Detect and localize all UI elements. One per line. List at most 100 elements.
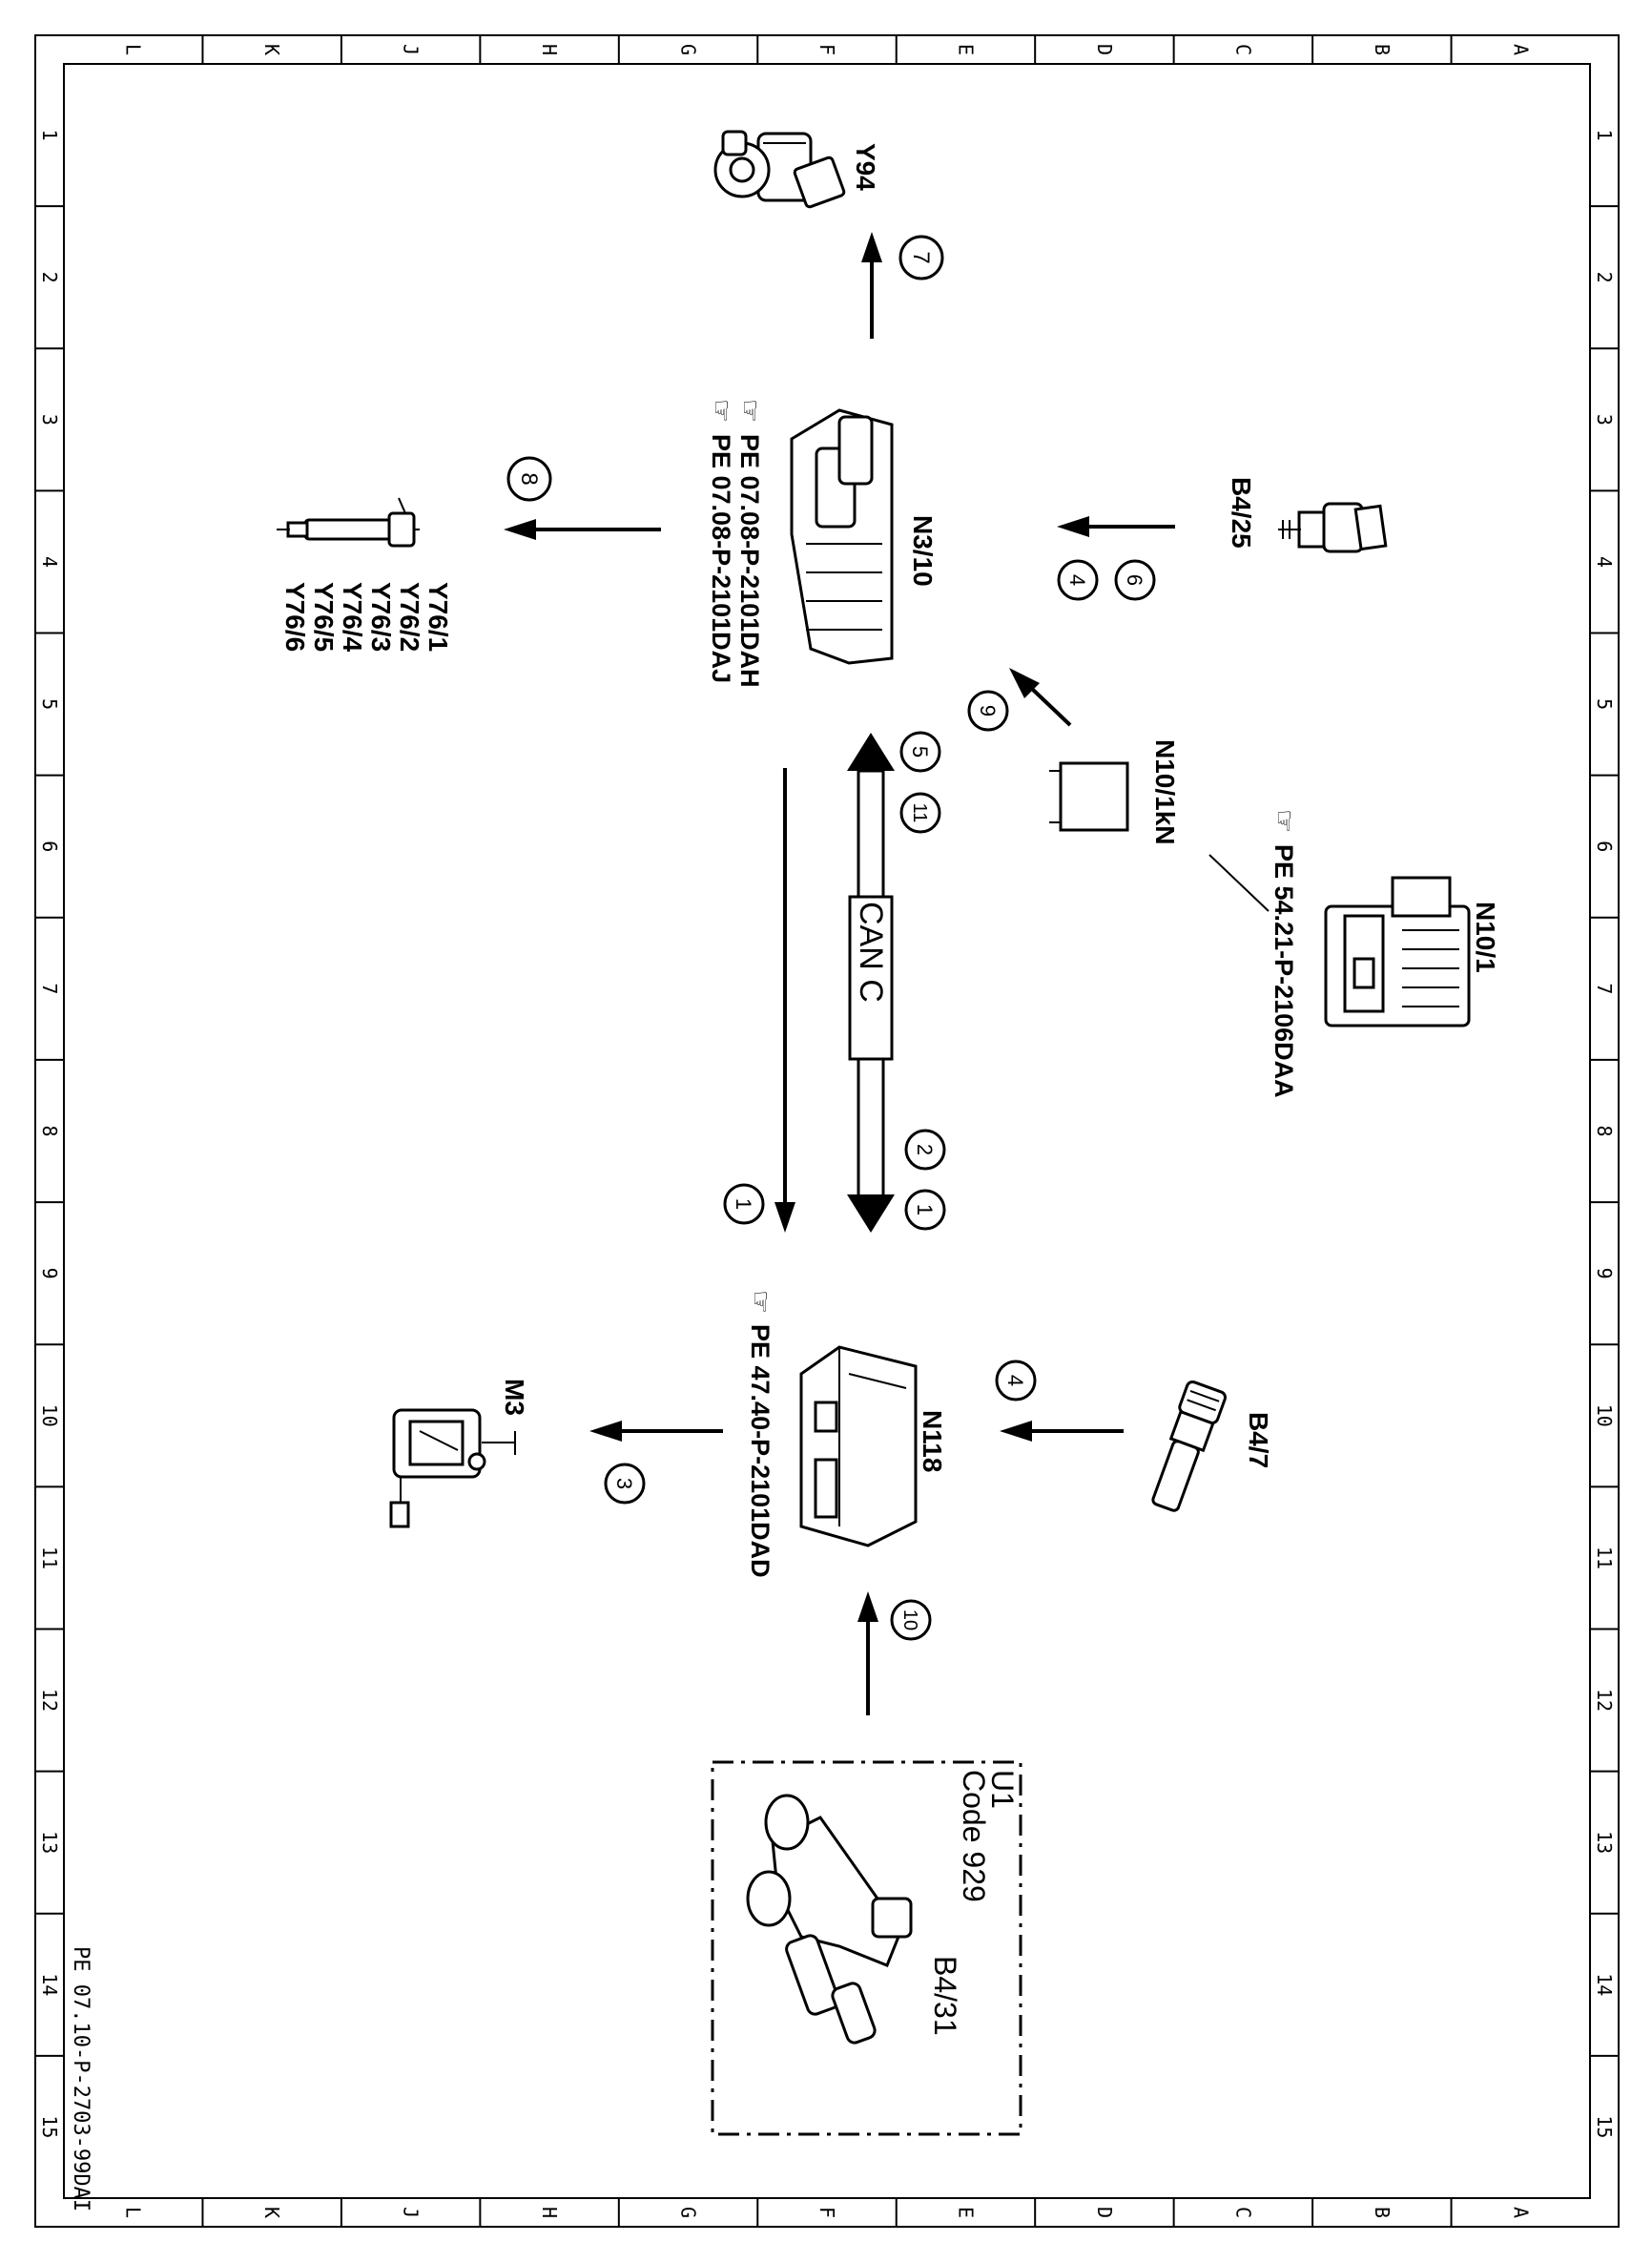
signal-markers: 7 8 6 4 9 5 11 2 1 1 4 3 10 (506, 235, 1156, 1641)
row-label: 11 (38, 1547, 61, 1569)
column-label: C (1231, 2207, 1254, 2218)
hand-pointer-icon: ☞ (746, 1290, 775, 1314)
signal-4-lower: 4 (995, 1360, 1037, 1401)
row-label: 5 (38, 698, 61, 710)
column-label: C (1231, 44, 1254, 55)
b4-7-sensor-icon (1151, 1380, 1228, 1512)
row-label: 12 (1593, 1689, 1616, 1712)
b4-31-sensor-icon (746, 1794, 913, 2045)
svg-text:2: 2 (913, 1144, 937, 1155)
column-label: F (816, 2207, 838, 2218)
y76-injector-icon (277, 497, 420, 548)
row-label: 14 (1593, 1973, 1616, 1996)
row-label: 3 (38, 414, 61, 426)
drawing-frame (34, 34, 1620, 2228)
row-label: 3 (1593, 414, 1616, 426)
m3-fuel-pump-icon (389, 1408, 516, 1528)
column-label: A (1509, 2207, 1532, 2218)
signal-7: 7 (898, 235, 944, 280)
y94-valve-icon (713, 130, 846, 209)
ref-n3-10-2: PE 07.08-P-2101DAJ (707, 434, 735, 683)
row-label: 5 (1593, 698, 1616, 710)
column-label: F (816, 44, 838, 55)
svg-text:7: 7 (908, 251, 934, 263)
can-label-box (848, 895, 894, 1061)
signal-9: 9 (967, 690, 1009, 732)
signal-1-left: 1 (723, 1183, 765, 1225)
column-label: E (954, 2207, 977, 2218)
signal-5: 5 (899, 731, 941, 773)
row-label: 9 (38, 1268, 61, 1279)
arrowhead-n118-from-u1 (857, 1591, 878, 1622)
row-label: 1 (38, 130, 61, 141)
column-label: L (122, 44, 145, 55)
column-label: K (260, 44, 283, 55)
arrowhead-n3-10-from-b4-25 (1057, 516, 1089, 537)
svg-text:5: 5 (908, 746, 932, 758)
column-label: B (1371, 2207, 1394, 2218)
row-label: 6 (1593, 841, 1616, 852)
signal-1-right: 1 (904, 1189, 946, 1231)
connections (504, 232, 1270, 1715)
row-label: 14 (38, 1973, 61, 1996)
row-label: 9 (1593, 1268, 1616, 1279)
arrowhead-m3 (589, 1421, 622, 1442)
n10-1kn-relay-icon (1049, 761, 1129, 832)
column-label: G (677, 2207, 700, 2218)
hand-pointer-icon: ☞ (707, 399, 736, 423)
signal-3: 3 (604, 1463, 646, 1505)
label-b4-25: B4/25 (1227, 477, 1256, 549)
svg-text:10: 10 (899, 1609, 920, 1630)
ref-n10-1: PE 54.21-P-2106DAA (1270, 844, 1298, 1098)
column-label: E (954, 44, 977, 55)
row-label: 2 (38, 272, 61, 283)
row-label: 6 (38, 841, 61, 852)
row-label: 1 (1593, 130, 1616, 141)
signal-8: 8 (506, 456, 552, 502)
u1-boundary (711, 1760, 1022, 2136)
label-y76-3: Y76/3 (366, 582, 396, 652)
svg-text:4: 4 (1065, 574, 1089, 586)
label-y76-2: Y76/2 (395, 582, 424, 652)
can-arrowhead-down (847, 1194, 895, 1233)
column-label: L (122, 2207, 145, 2218)
row-label: 7 (1593, 983, 1616, 994)
n10-1-module-icon (1324, 876, 1471, 1028)
label-n118: N118 (918, 1410, 947, 1472)
column-label: B (1371, 44, 1394, 55)
label-m3: M3 (500, 1379, 529, 1416)
arrowhead-n118-from-b4-7 (1000, 1421, 1032, 1442)
column-label: D (1093, 44, 1116, 55)
frame-ticks (35, 35, 1619, 2227)
signal-2: 2 (904, 1129, 946, 1171)
label-n10-1kn: N10/1kN (1150, 739, 1180, 845)
row-label: 15 (1593, 2115, 1616, 2138)
row-label: 8 (38, 1125, 61, 1136)
label-y76-5: Y76/5 (309, 582, 339, 652)
svg-text:3: 3 (612, 1478, 636, 1489)
label-y76-1: Y76/1 (423, 582, 453, 652)
row-label: 13 (1593, 1831, 1616, 1854)
svg-text:1: 1 (732, 1198, 755, 1210)
hand-pointer-icon: ☞ (1270, 809, 1299, 833)
label-can-c: CAN C (853, 902, 889, 1003)
arrowhead-y94 (861, 232, 882, 262)
signal-10: 10 (890, 1599, 932, 1641)
signal-4-upper: 4 (1057, 559, 1099, 601)
row-label: 12 (38, 1689, 61, 1712)
label-n10-1: N10/1 (1471, 902, 1500, 973)
label-b4-7: B4/7 (1244, 1412, 1273, 1468)
row-label: 4 (1593, 556, 1616, 568)
column-label: J (400, 44, 423, 55)
row-label: 15 (38, 2115, 61, 2138)
document-reference: PE 07.10-P-2703-99DAI (69, 1946, 93, 2211)
arrowhead-n3-10-from-n10-1kn (1009, 668, 1040, 698)
label-n3-10: N3/10 (908, 515, 938, 587)
ref-n118: PE 47.40-P-2101DAD (746, 1324, 774, 1578)
column-label: H (538, 44, 561, 55)
svg-text:6: 6 (1123, 574, 1146, 586)
column-label: K (260, 2207, 283, 2218)
label-b4-31: B4/31 (928, 1956, 962, 2036)
signal-11: 11 (899, 792, 941, 834)
